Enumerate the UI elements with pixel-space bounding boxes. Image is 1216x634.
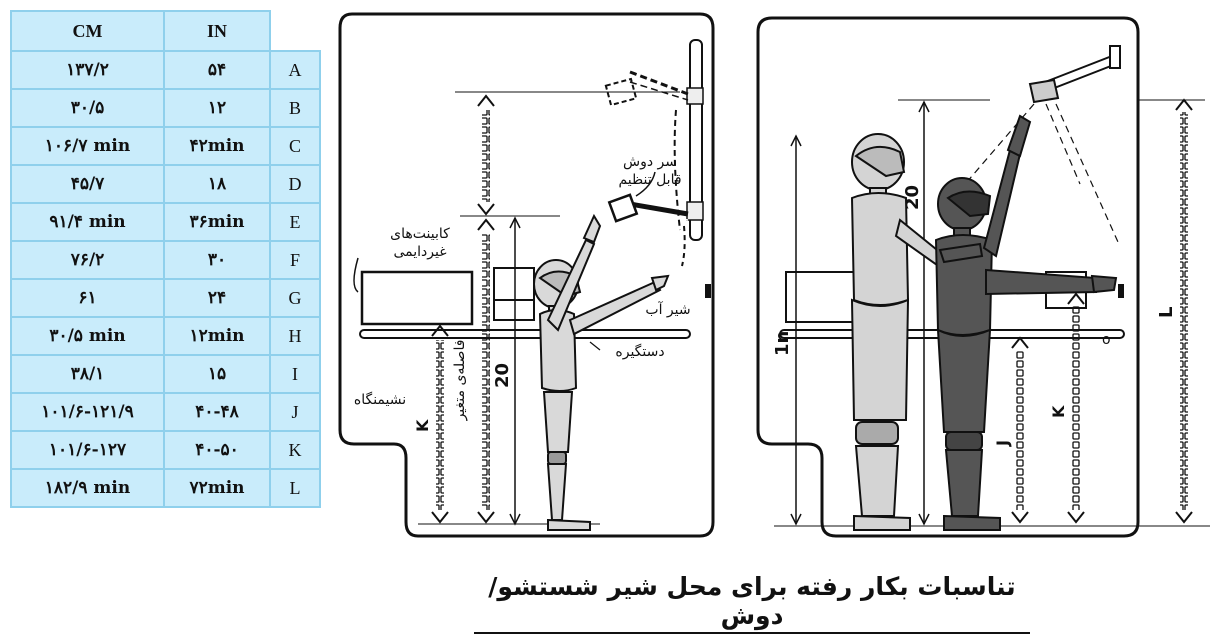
standing-figure-light: [850, 133, 954, 531]
cm-cell: ۱۰۱/۶-۱۲۷: [10, 430, 165, 470]
key-cell: K: [269, 430, 321, 470]
cm-cell: ۶۱: [10, 278, 165, 318]
chain-dim-k: [431, 324, 449, 524]
left-stall-outline: [338, 12, 715, 538]
right-stall-outline: [756, 16, 1140, 538]
in-cell: ۴۲min: [163, 126, 271, 166]
header-cm: CM: [10, 10, 165, 52]
dim-k-label: K: [413, 419, 432, 432]
header-blank: [270, 11, 320, 51]
chain-dim-upper: [477, 94, 495, 216]
figure-caption: تناسبات بکار رفته برای محل شیر شستشو/دوش: [474, 572, 1030, 634]
key-cell: D: [269, 164, 321, 204]
in-cell: ۳۰: [163, 240, 271, 280]
cm-cell: ۹۱/۴ min: [10, 202, 165, 242]
dim-20-left-label: 20: [492, 363, 513, 388]
chain-dim-j: [1011, 336, 1029, 524]
key-cell: A: [269, 50, 321, 90]
chain-dim-l: [1175, 98, 1193, 524]
cm-cell: ۴۵/۷: [10, 164, 165, 204]
seat-label: نشیمنگاه: [354, 391, 406, 408]
in-cell: ۱۸: [163, 164, 271, 204]
in-cell: ۷۲min: [163, 468, 271, 508]
dim-1n-label: 1n: [772, 331, 793, 356]
table-header-row: CM IN: [10, 10, 320, 52]
shower-head-lower-icon: [607, 193, 689, 223]
key-cell: C: [269, 126, 321, 166]
faucet-label: شیر آب: [645, 301, 690, 318]
cm-cell: ۱۸۲/۹ min: [10, 468, 165, 508]
key-cell: B: [269, 88, 321, 128]
in-cell: ۳۶min: [163, 202, 271, 242]
cm-cell: ۳۰/۵: [10, 88, 165, 128]
shower-head-upper-icon: [604, 70, 689, 107]
cm-cell: ۱۰۱/۶-۱۲۱/۹: [10, 392, 165, 432]
cm-cell: ۷۶/۲: [10, 240, 165, 280]
right-diagram: 1n 20 L J K o: [756, 16, 1210, 538]
dim-l-label: L: [1156, 307, 1177, 318]
cm-cell: ۳۸/۱: [10, 354, 165, 394]
variable-distance-label: فاصله‌ی متغیر: [452, 340, 468, 422]
dim-line-1n: [790, 134, 802, 526]
dim-j-label: J: [993, 440, 1012, 447]
grab-bar: [359, 329, 691, 339]
dim-20-right-label: 20: [902, 185, 923, 210]
in-cell: ۲۴: [163, 278, 271, 318]
dim-k-right-label: K: [1049, 405, 1068, 418]
dim-line-20-left: [509, 216, 521, 526]
cm-cell: ۱۳۷/۲: [10, 50, 165, 90]
in-cell: ۵۴: [163, 50, 271, 90]
key-cell: J: [269, 392, 321, 432]
in-cell: ۱۲: [163, 88, 271, 128]
key-cell: F: [269, 240, 321, 280]
key-cell: I: [269, 354, 321, 394]
chain-dim-variable: [477, 218, 495, 524]
in-cell: ۱۵: [163, 354, 271, 394]
faucet-icon: [705, 284, 711, 298]
cabinet-left: [360, 270, 474, 326]
cm-cell: ۱۰۶/۷ min: [10, 126, 165, 166]
in-cell: ۱۲min: [163, 316, 271, 356]
header-in: IN: [163, 10, 271, 52]
cabinet-right: [493, 267, 535, 321]
grab-bar-label: دستگیره: [615, 343, 664, 360]
key-cell: G: [269, 278, 321, 318]
standing-figure-dark: [934, 114, 1118, 531]
standing-figure-left: [533, 213, 670, 531]
faucet-right-icon: [1118, 284, 1124, 298]
in-cell: ۴۰-۵۰: [163, 430, 271, 470]
in-cell: ۴۰-۴۸: [163, 392, 271, 432]
key-cell: H: [269, 316, 321, 356]
key-cell: E: [269, 202, 321, 242]
chain-dim-k-right: [1067, 292, 1085, 524]
shower-rail: [689, 39, 703, 241]
dim-line-20-right: [918, 100, 930, 526]
cm-cell: ۳۰/۵ min: [10, 316, 165, 356]
dim-o-label: o: [1102, 332, 1111, 348]
key-cell: L: [269, 468, 321, 508]
